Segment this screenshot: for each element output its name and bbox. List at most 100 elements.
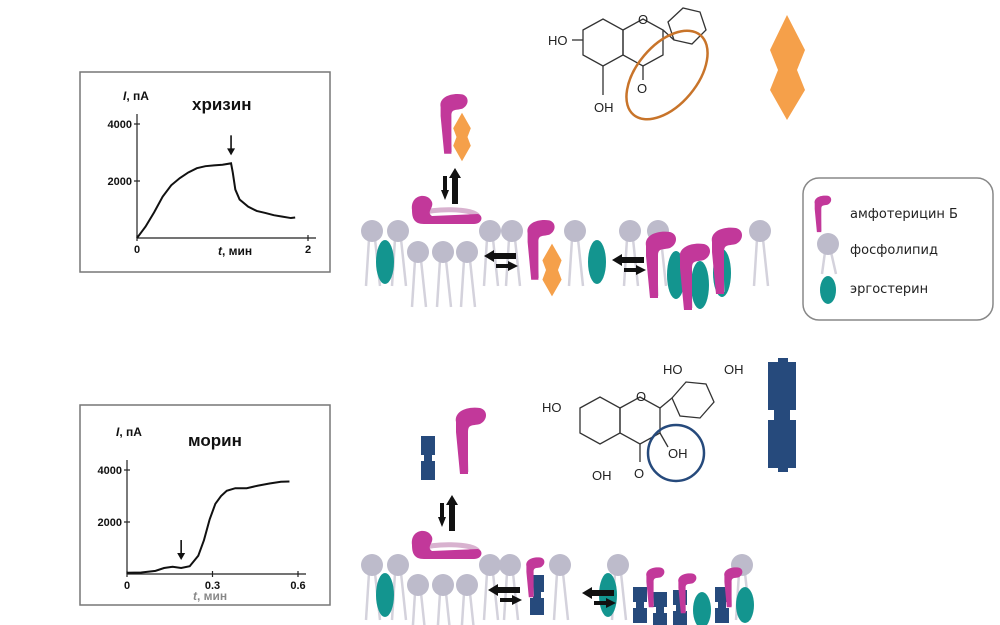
x-tick-label: 0 [124, 580, 130, 592]
equilibrium-arrows-icon [484, 250, 518, 271]
legend-label: амфотерицин Б [850, 207, 958, 222]
y-tick-label: 4000 [98, 465, 122, 477]
chart-title: хризин [192, 95, 251, 114]
amphotericin-b [526, 557, 545, 598]
amphotericin-b [711, 227, 742, 294]
chart-chrysin: I, пА хризин 2000 4000 0 2 t, мин [79, 71, 331, 273]
chrysin-structure: HO O O OH [548, 7, 709, 121]
phospholipid [407, 241, 429, 308]
chart-frame [79, 404, 331, 606]
amphotericin-b [527, 220, 555, 280]
y-axis-label: I, пА [123, 89, 149, 103]
ergosterol [588, 240, 606, 284]
phospholipid [479, 220, 501, 287]
atom-label: OH [592, 468, 612, 483]
atom-label: OH [594, 100, 614, 115]
ergosterol [376, 573, 394, 617]
phospholipid [564, 220, 586, 287]
morin-symbol [768, 358, 796, 472]
chart-frame [79, 71, 331, 273]
x-tick-label: 0.3 [205, 580, 220, 592]
amphotericin-icon [814, 195, 832, 233]
ring-a [582, 18, 624, 67]
morin-molecule [653, 592, 667, 625]
morin-molecule [633, 587, 647, 623]
phospholipid [387, 554, 409, 621]
x-axis-label: t, мин [193, 589, 227, 603]
equilibrium-arrows-vertical-icon [441, 168, 461, 204]
membranes [361, 94, 771, 625]
phospholipid [407, 574, 429, 625]
morin-molecule [421, 436, 435, 480]
atom-label: O [637, 81, 647, 96]
ergosterol [376, 240, 394, 284]
equilibrium-arrows-icon [488, 584, 522, 605]
amphotericin-b [411, 195, 482, 224]
amphotericin-b [455, 407, 486, 474]
amphotericin-b [724, 567, 743, 608]
atom-label: HO [548, 33, 568, 48]
phospholipid [499, 554, 521, 621]
ergosterol [691, 261, 709, 309]
ergosterol [693, 592, 711, 625]
data-line [126, 480, 290, 574]
phospholipid [619, 220, 641, 287]
morin-molecule [715, 587, 729, 623]
x-axis-label: t, мин [218, 244, 252, 258]
phospholipid-icon [817, 233, 839, 275]
ring-b [667, 7, 707, 45]
atom-label: O [636, 389, 646, 404]
ring-c [622, 18, 664, 67]
phospholipid [456, 241, 478, 308]
equilibrium-arrows-icon [612, 254, 646, 275]
atom-label: O [634, 466, 644, 481]
ergosterol-icon [820, 276, 836, 304]
amphotericin-b [645, 231, 676, 298]
arrow-head [227, 148, 236, 156]
chrysin-symbol [770, 15, 805, 120]
amphotericin-b [679, 243, 710, 310]
arrow-head [177, 553, 186, 561]
y-tick-label: 2000 [108, 176, 132, 188]
chart-title: морин [188, 431, 242, 450]
legend-label: фосфолипид [850, 243, 938, 258]
phospholipid [501, 220, 523, 287]
x-tick-label: 0 [134, 244, 140, 256]
atom-label: HO [663, 362, 683, 377]
x-tick-label: 0.6 [290, 580, 305, 592]
chrysin-molecule [453, 112, 471, 162]
atom-label: OH [724, 362, 744, 377]
amphotericin-b [814, 195, 832, 233]
phospholipid [432, 241, 454, 308]
ring-a [579, 396, 621, 445]
data-line [136, 162, 296, 239]
morin-structure: HO HO OH O O OH OH [542, 362, 744, 483]
equilibrium-arrows-vertical-icon [438, 495, 458, 531]
legend-label: эргостерин [850, 282, 928, 297]
ring-b [671, 381, 715, 419]
y-tick-label: 2000 [98, 517, 122, 529]
chart-morin: I, пА морин 2000 4000 0 0.3 0.6 t, мин [79, 404, 331, 606]
legend: амфотерицин Б фосфолипид эргостерин [802, 177, 994, 321]
phospholipid [432, 574, 454, 625]
amphotericin-b [411, 530, 482, 559]
atom-label: OH [668, 446, 688, 461]
atom-label: HO [542, 400, 562, 415]
amphotericin-b [646, 567, 665, 608]
highlight-ellipse [625, 29, 709, 121]
atom-label: O [638, 12, 648, 27]
phospholipid [456, 574, 478, 625]
phospholipid [549, 554, 571, 621]
x-tick-label: 2 [305, 244, 311, 256]
amphotericin-b [440, 94, 468, 154]
amphotericin-b [678, 573, 697, 614]
equilibrium-arrows-icon [582, 587, 616, 608]
y-axis-label: I, пА [116, 425, 142, 439]
highlight-circle [646, 423, 706, 483]
ergosterol [736, 587, 754, 623]
phospholipid [817, 233, 839, 275]
phospholipid [749, 220, 771, 287]
y-tick-label: 4000 [108, 119, 132, 131]
chrysin-molecule [542, 243, 562, 297]
